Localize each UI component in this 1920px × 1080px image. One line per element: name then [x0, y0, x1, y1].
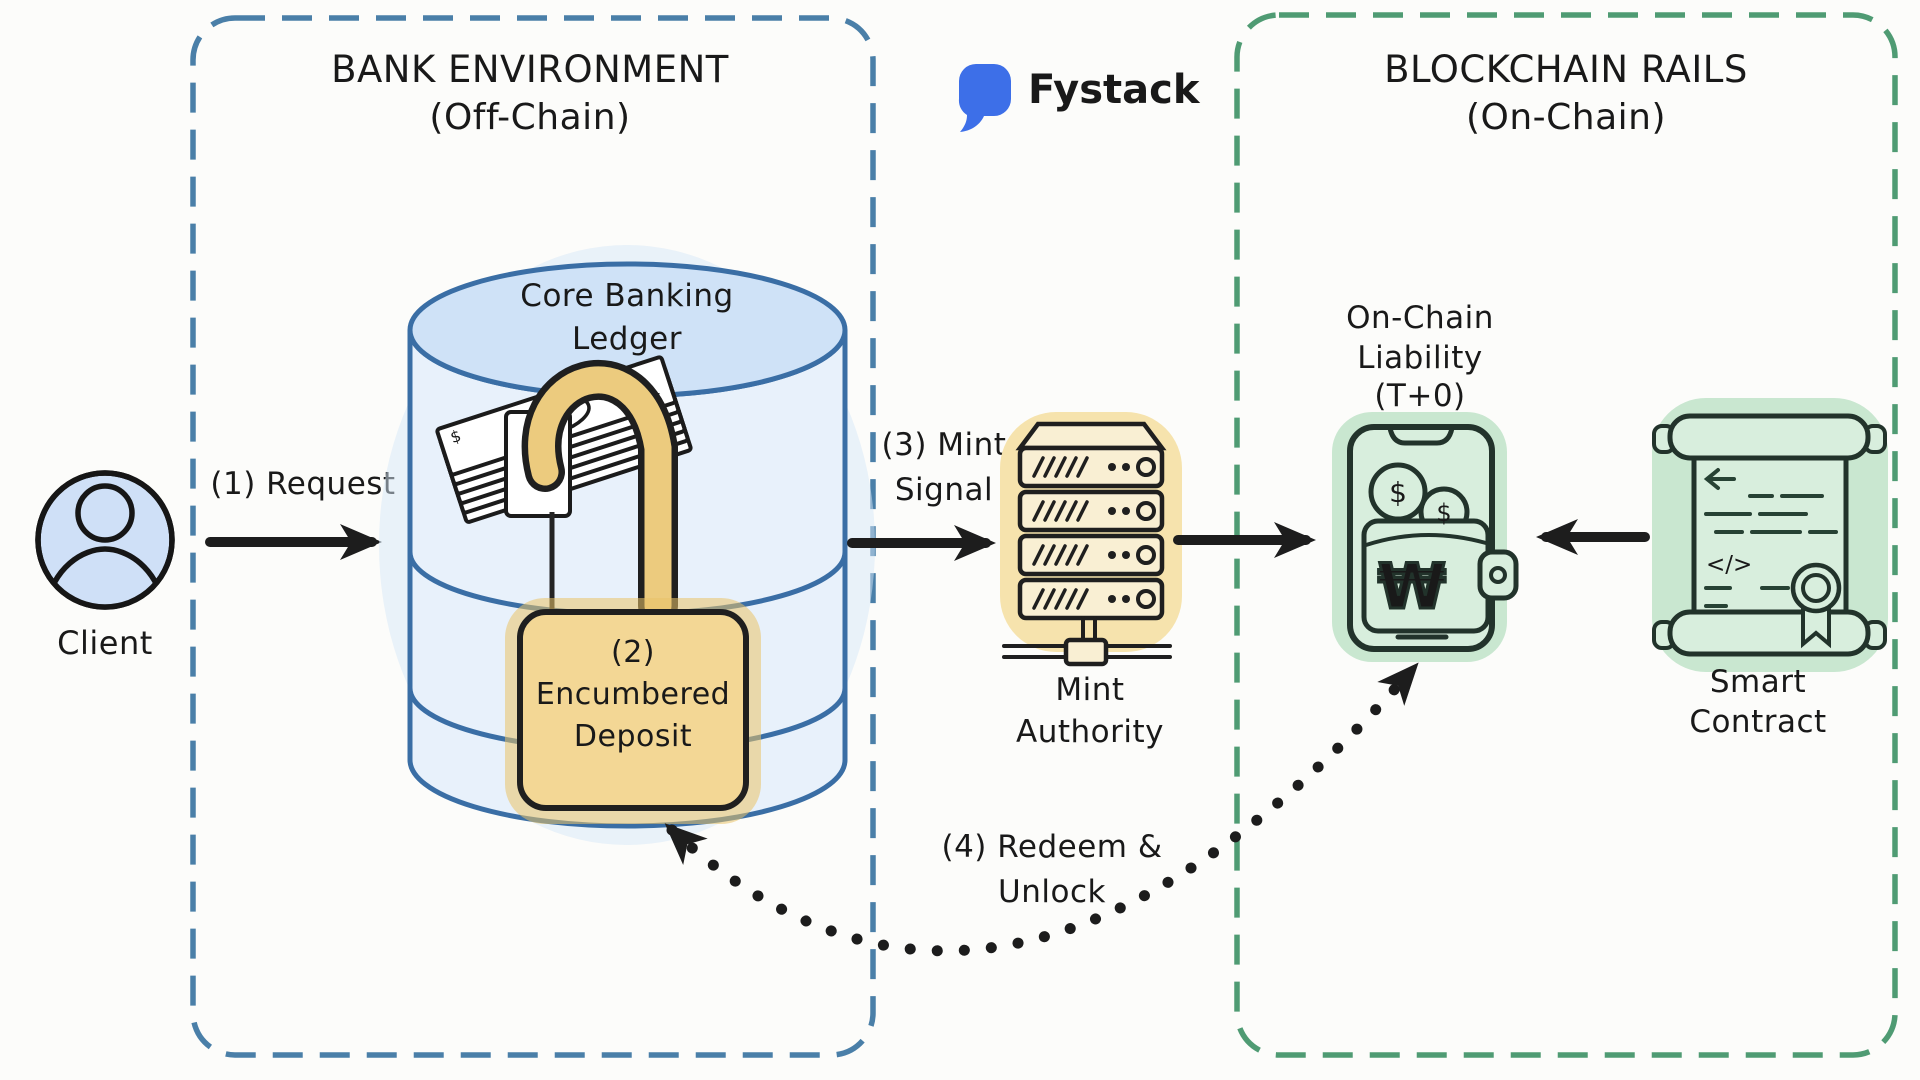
- won-symbol: ₩: [1378, 550, 1446, 623]
- code-glyph: </>: [1706, 552, 1752, 578]
- bank-zone-title: BANK ENVIRONMENT: [331, 48, 729, 91]
- smart-contract-label-line1: Smart: [1710, 664, 1806, 700]
- ledger-title-line1: Core Banking: [520, 278, 733, 314]
- ledger-title-line2: Ledger: [572, 321, 682, 357]
- fystack-logo: Fystack: [958, 64, 1201, 132]
- smart-contract-label-line2: Contract: [1689, 704, 1826, 740]
- coin-dollar: $: [1389, 476, 1407, 509]
- coin-dollar: $: [1436, 499, 1451, 527]
- seal-icon: [1790, 562, 1842, 649]
- mint-signal-label-line2: Signal: [895, 472, 993, 508]
- liability-node: On-Chain Liability (T+0) $ $ ₩: [1332, 300, 1519, 662]
- liability-label-line3: (T+0): [1374, 378, 1465, 414]
- smart-contract-node: </> Smart Contract: [1652, 398, 1888, 740]
- deposit-label-line2: Deposit: [574, 719, 692, 754]
- deposit-label-line1: Encumbered: [536, 677, 730, 712]
- client-label: Client: [57, 624, 153, 662]
- liability-label-line2: Liability: [1357, 340, 1482, 376]
- client-avatar-icon: [35, 470, 175, 610]
- redeem-unlock-arc: [664, 662, 1419, 957]
- request-label: (1) Request: [210, 466, 395, 502]
- deposit-step-label: (2): [611, 635, 655, 670]
- bank-zone-subtitle: (Off-Chain): [429, 97, 630, 138]
- client-node: Client: [35, 470, 175, 662]
- scroll-icon: [1652, 413, 1887, 657]
- blockchain-zone-subtitle: (On-Chain): [1466, 97, 1666, 138]
- redeem-label-line2: Unlock: [998, 874, 1106, 910]
- phone-wallet-icon: [1347, 424, 1519, 652]
- blockchain-zone-title: BLOCKCHAIN RAILS: [1384, 48, 1748, 91]
- fystack-wordmark: Fystack: [1028, 67, 1201, 113]
- mint-authority-label-line1: Mint: [1055, 672, 1124, 708]
- speech-bubble-icon: [958, 64, 1011, 132]
- mint-signal-label-line1: (3) Mint: [882, 427, 1007, 463]
- ledger-node: Core Banking Ledger $ $ $ $ (2): [379, 245, 875, 845]
- mint-authority-label-line2: Authority: [1016, 714, 1164, 750]
- liability-label-line1: On-Chain: [1346, 300, 1494, 336]
- redeem-label-line1: (4) Redeem &: [941, 829, 1162, 865]
- mint-authority-node: Mint Authority: [1000, 412, 1182, 750]
- server-rack-icon: [1002, 421, 1172, 667]
